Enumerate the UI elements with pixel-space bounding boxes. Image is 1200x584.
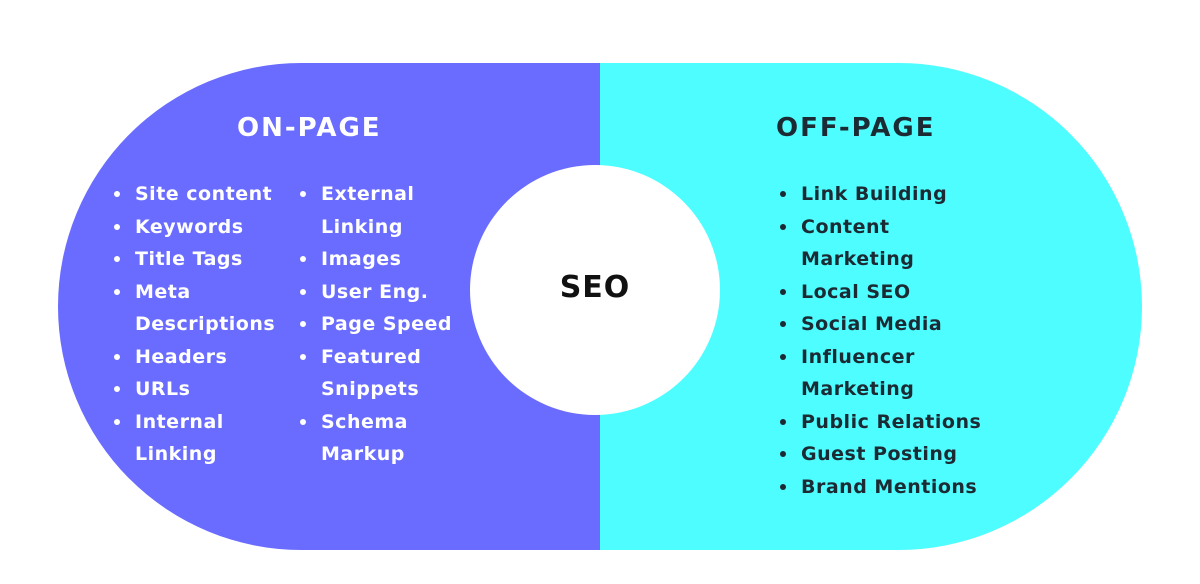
list-item: Site content — [114, 178, 289, 211]
list-item: Internal Linking — [114, 406, 289, 471]
list-item: Schema Markup — [300, 406, 460, 471]
seo-label: SEO — [559, 270, 631, 305]
list-item-label: Guest Posting — [801, 443, 958, 465]
on-page-title: ON-PAGE — [237, 113, 382, 143]
list-item-label: Content Marketing — [801, 215, 915, 271]
bullet-icon — [780, 451, 786, 457]
list-item-label: Meta Descriptions — [135, 280, 276, 336]
list-item: Public Relations — [780, 406, 1020, 439]
list-item-label: Keywords — [135, 215, 244, 238]
list-item: Meta Descriptions — [114, 276, 289, 341]
center-circle — [470, 165, 720, 415]
list-item: Images — [300, 243, 460, 276]
list-item: Title Tags — [114, 243, 289, 276]
bullet-icon — [780, 321, 786, 327]
list-item-label: Link Building — [801, 183, 948, 205]
list-item-label: Social Media — [801, 313, 943, 335]
list-item-label: Influencer Marketing — [801, 345, 915, 401]
bullet-icon — [780, 353, 786, 360]
bullet-icon — [300, 191, 306, 197]
list-item: Featured Snippets — [300, 341, 460, 406]
list-item-label: Page Speed — [321, 313, 452, 335]
list-item-label: Site content — [135, 183, 273, 205]
list-item-label: Title Tags — [135, 248, 243, 270]
list-item-label: Public Relations — [801, 410, 982, 433]
list-item: Guest Posting — [780, 438, 1020, 471]
list-item: Social Media — [780, 308, 1020, 341]
list-item-label: Images — [321, 248, 402, 270]
on-page-list-column-2: External Linking Images User Eng. Page S… — [300, 178, 460, 471]
bullet-icon — [780, 223, 786, 230]
bullet-icon — [780, 483, 786, 490]
bullet-icon — [780, 288, 786, 295]
bullet-icon — [300, 353, 306, 360]
bullet-icon — [114, 353, 120, 360]
list-item: User Eng. — [300, 276, 460, 309]
off-page-title: OFF-PAGE — [776, 113, 936, 143]
off-page-list: Link Building Content Marketing Local SE… — [780, 178, 1020, 503]
list-item-label: External Linking — [321, 183, 415, 238]
list-item: Content Marketing — [780, 211, 931, 276]
list-item-label: User Eng. — [321, 280, 429, 303]
list-item-label: Featured Snippets — [321, 345, 422, 401]
list-item: Local SEO — [780, 276, 1020, 309]
list-item: Link Building — [780, 178, 1020, 211]
list-item-label: Schema Markup — [321, 410, 408, 466]
bullet-icon — [300, 321, 306, 327]
bullet-icon — [114, 256, 120, 262]
bullet-icon — [114, 191, 120, 197]
bullet-icon — [300, 418, 306, 425]
on-page-list-column-1: Site content Keywords Title Tags Meta De… — [114, 178, 289, 471]
list-item-label: Headers — [135, 345, 228, 368]
list-item: Keywords — [114, 211, 289, 244]
bullet-icon — [780, 191, 786, 197]
bullet-icon — [780, 418, 786, 425]
list-item: Brand Mentions — [780, 471, 1020, 504]
list-item: Page Speed — [300, 308, 460, 341]
list-item: Headers — [114, 341, 289, 374]
list-item: URLs — [114, 373, 289, 406]
bullet-icon — [114, 223, 120, 230]
bullet-icon — [114, 288, 120, 295]
bullet-icon — [114, 386, 120, 392]
list-item-label: Internal Linking — [135, 410, 224, 466]
bullet-icon — [300, 288, 306, 295]
list-item: External Linking — [300, 178, 460, 243]
list-item-label: URLs — [135, 378, 191, 400]
list-item-label: Local SEO — [801, 280, 911, 303]
list-item: Influencer Marketing — [780, 341, 931, 406]
list-item-label: Brand Mentions — [801, 475, 978, 498]
bullet-icon — [300, 256, 306, 262]
bullet-icon — [114, 418, 120, 425]
